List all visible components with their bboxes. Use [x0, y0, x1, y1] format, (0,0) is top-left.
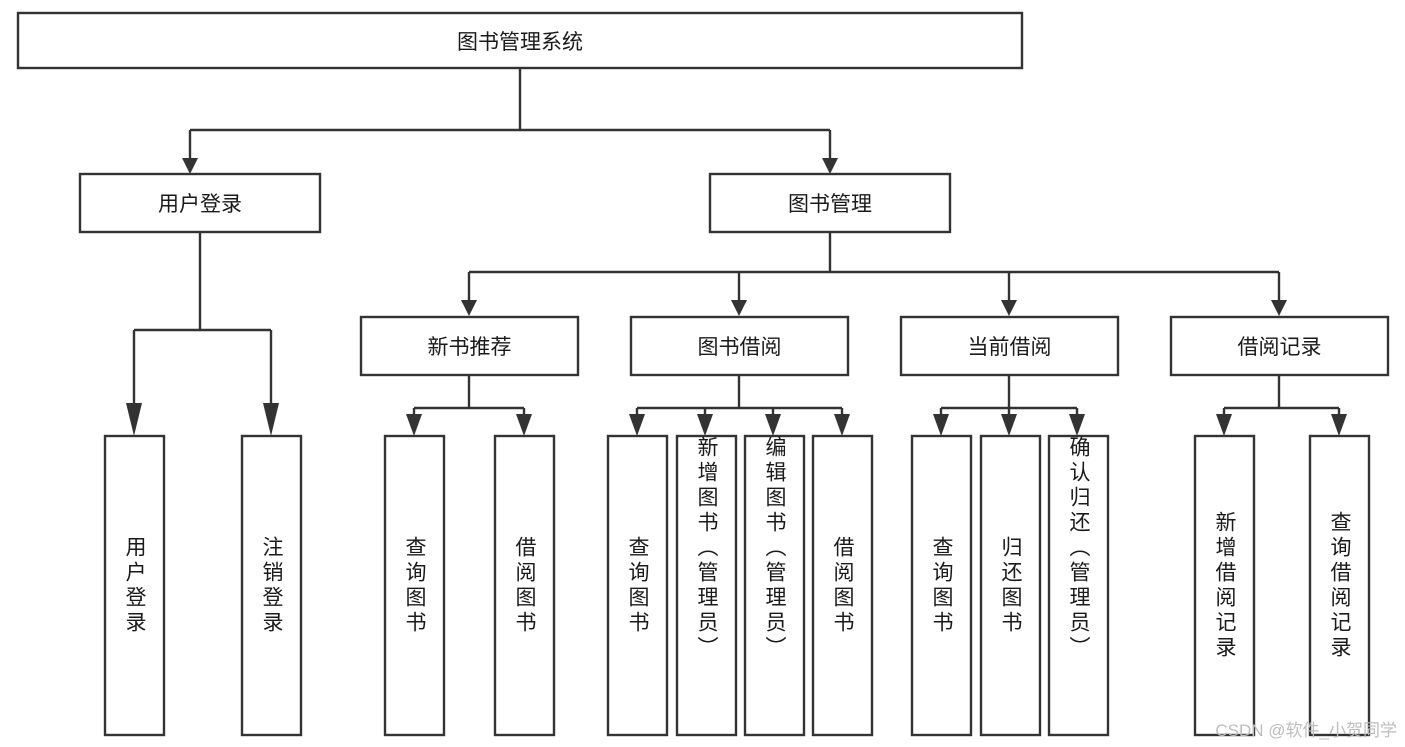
arrow-icon [126, 403, 142, 436]
watermark-text: CSDN @软件_小贺同学 [1215, 721, 1397, 740]
leaf-user-login-0[interactable] [103, 434, 166, 737]
leaf-borrow-record-1[interactable] [1308, 434, 1371, 737]
leaf-borrow-record-0[interactable] [1193, 434, 1256, 737]
connector-root-to-level2 [182, 68, 838, 174]
arrow-icon [1331, 414, 1347, 436]
connector-currentborrow-to-leaves [933, 375, 1085, 436]
arrow-icon [1271, 300, 1287, 316]
connector-bookborrow-to-leaves [629, 375, 850, 436]
arrow-icon [731, 300, 747, 316]
arrow-icon [1001, 414, 1017, 436]
connector-userlogin-to-leaves [126, 232, 279, 436]
node-book-management[interactable] [708, 172, 952, 234]
leaf-book-borrow-1[interactable] [675, 434, 738, 737]
arrow-icon [1069, 414, 1085, 436]
leaf-new-book-1[interactable] [493, 434, 556, 737]
arrow-icon [834, 414, 850, 436]
leaf-book-borrow-3[interactable] [811, 434, 874, 737]
arrow-icon [1001, 300, 1017, 316]
connector-bookmgmt-to-level3 [461, 232, 1287, 316]
arrow-icon [765, 414, 781, 436]
leaf-book-borrow-0[interactable] [606, 434, 669, 737]
node-user-login[interactable] [78, 172, 322, 234]
arrow-icon [182, 158, 198, 174]
arrow-icon [516, 414, 532, 436]
leaf-current-borrow-2[interactable] [1047, 434, 1110, 737]
node-new-book-recommend[interactable] [359, 315, 580, 377]
leaf-book-borrow-2[interactable] [743, 434, 806, 737]
node-root[interactable] [16, 11, 1024, 70]
arrow-icon [629, 414, 645, 436]
node-borrow-record[interactable] [1169, 315, 1390, 377]
arrow-icon [697, 414, 713, 436]
node-current-borrow[interactable] [899, 315, 1120, 377]
arrow-icon [406, 414, 422, 436]
leaf-current-borrow-1[interactable] [979, 434, 1042, 737]
leaf-current-borrow-0[interactable] [910, 434, 973, 737]
arrow-icon [1216, 414, 1232, 436]
arrow-icon [933, 414, 949, 436]
arrow-icon [263, 403, 279, 436]
node-book-borrow[interactable] [629, 315, 850, 377]
connector-borrowrecord-to-leaves [1216, 375, 1347, 436]
leaf-new-book-0[interactable] [383, 434, 446, 737]
connector-newbook-to-leaves [406, 375, 532, 436]
leaf-user-login-1[interactable] [240, 434, 303, 737]
arrow-icon [461, 300, 477, 316]
arrow-icon [822, 158, 838, 174]
